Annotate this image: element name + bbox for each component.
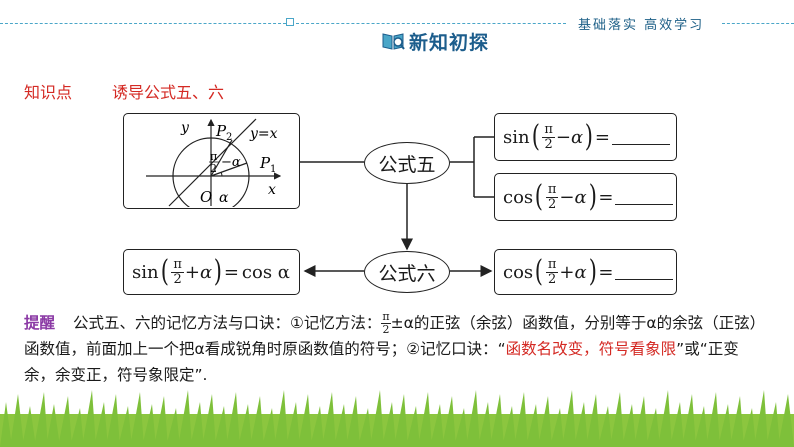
formula-rhs: cos α xyxy=(241,261,290,283)
formula-fn: sin xyxy=(503,126,530,148)
formula-five-node: 公式五 xyxy=(364,142,450,184)
reminder-part2: ±α的正弦（余弦）函数值，分别等于α的余弦（正弦）函数值，前面加上一个把α看成锐… xyxy=(24,314,758,358)
header-divider-left xyxy=(0,23,286,24)
unit-circle-figure: y x O P 2 P 1 y=x α π 2 −α xyxy=(146,118,282,215)
formula-op: −α xyxy=(555,126,584,148)
header-square-marker xyxy=(286,18,294,26)
formula-op: −α xyxy=(559,186,587,208)
y-axis-label: y xyxy=(180,120,190,136)
header-section-text: 基础落实 高效学习 xyxy=(578,18,705,33)
line-y-eq-x-label: y=x xyxy=(249,126,278,142)
angle-alpha-label: α xyxy=(219,190,229,206)
knowledge-point-title: 诱导公式五、六 xyxy=(112,83,225,102)
section-title: 新知初探 xyxy=(381,28,489,54)
answer-blank[interactable] xyxy=(615,264,674,280)
angle2-denominator: 2 xyxy=(210,162,217,175)
formula-eq: = xyxy=(598,261,614,283)
formula-six-node: 公式六 xyxy=(364,251,450,293)
reminder-part1: 公式五、六的记忆方法与口诀：①记忆方法： xyxy=(73,314,382,332)
p1-subscript: 1 xyxy=(270,164,276,175)
x-axis-label: x xyxy=(268,182,276,198)
formula-op: +α xyxy=(184,261,213,283)
unit-circle-box: y x O P 2 P 1 y=x α π 2 −α xyxy=(123,113,300,215)
header-divider-right xyxy=(722,23,794,24)
p2-label: P xyxy=(215,122,227,140)
p2-subscript: 2 xyxy=(226,132,232,143)
angle2-numerator: π xyxy=(210,150,217,163)
formula-five-label: 公式五 xyxy=(378,153,436,176)
answer-blank[interactable] xyxy=(611,129,670,145)
formula-fn: cos xyxy=(503,261,534,283)
formula-fn: cos xyxy=(503,186,534,208)
reminder-label: 提醒 xyxy=(24,314,56,332)
formula-eq: = xyxy=(223,261,239,283)
angle2-tail: −α xyxy=(221,155,241,170)
book-search-icon xyxy=(382,33,405,50)
reminder-mnemonic-red: 函数名改变，符号看象限 xyxy=(505,340,677,358)
knowledge-point-label: 知识点 xyxy=(24,83,73,102)
p1-label: P xyxy=(259,154,271,172)
grass-decoration xyxy=(0,390,794,447)
origin-label: O xyxy=(200,188,212,206)
formula-op: +α xyxy=(559,261,587,283)
formula-fn: sin xyxy=(132,261,159,283)
section-title-text: 新知初探 xyxy=(409,31,490,54)
formula-eq: = xyxy=(598,186,614,208)
reminder-part3: ”或“正变余，余变正，符号象限定”. xyxy=(24,340,739,384)
formula-six-label: 公式六 xyxy=(378,262,436,285)
formula-eq: = xyxy=(594,126,610,148)
answer-blank[interactable] xyxy=(615,189,674,205)
header-divider-mid xyxy=(296,23,566,24)
